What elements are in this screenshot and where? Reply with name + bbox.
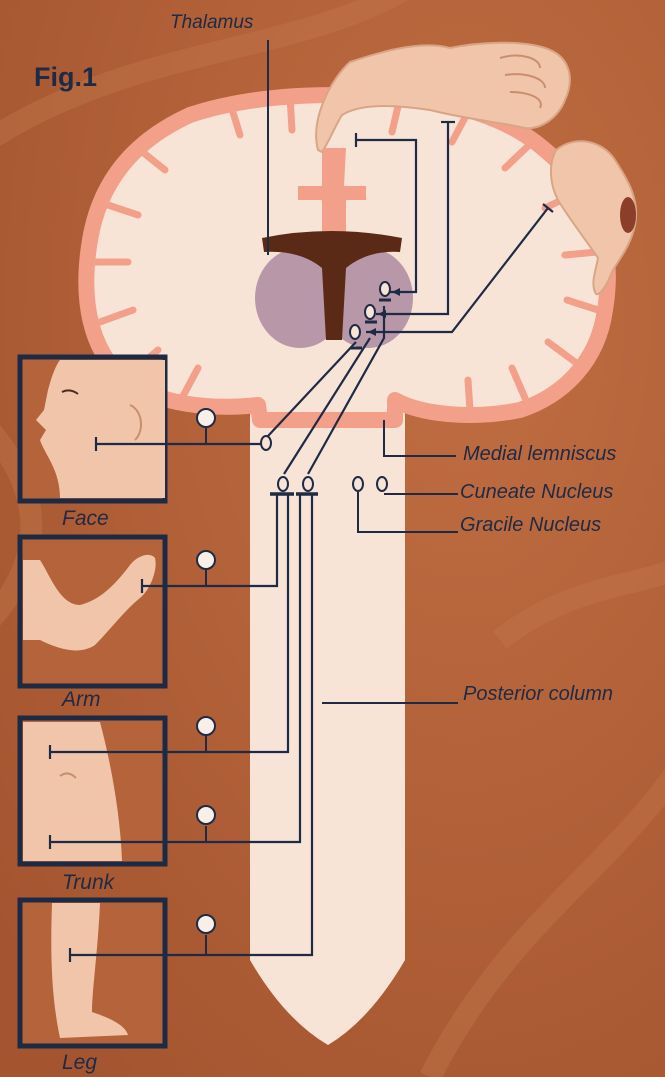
figure-label: Fig.1 <box>34 62 97 93</box>
arm-caption: Arm <box>62 688 101 712</box>
face-caption: Face <box>62 507 109 531</box>
leg-caption: Leg <box>62 1051 97 1075</box>
cuneate-nucleus-label: Cuneate Nucleus <box>460 481 613 504</box>
panel-face <box>20 357 165 501</box>
posterior-column-label: Posterior column <box>463 683 613 706</box>
panel-leg <box>20 900 165 1046</box>
medial-lemniscus-label: Medial lemniscus <box>463 443 616 466</box>
thalamus-label: Thalamus <box>170 12 253 34</box>
gracile-nucleus-label: Gracile Nucleus <box>460 514 601 537</box>
homunculus-mouth <box>620 197 636 233</box>
trunk-caption: Trunk <box>62 871 114 895</box>
panel-arm <box>20 537 165 686</box>
